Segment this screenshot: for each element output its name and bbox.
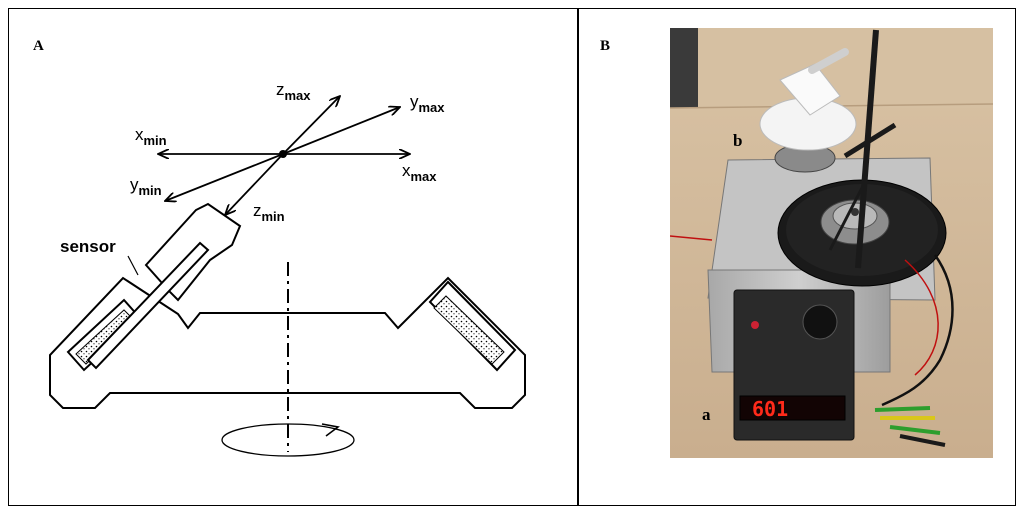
- x-min-label: xmin: [135, 125, 167, 148]
- holder-block: [779, 63, 841, 116]
- digital-display: [739, 395, 846, 421]
- panel-divider: [577, 8, 579, 506]
- right-sample-slot: [428, 280, 517, 372]
- display-readout: 601: [752, 397, 788, 421]
- rotation-arrowhead: [321, 423, 340, 437]
- y-min-arrow: [165, 153, 284, 201]
- sensor-element: [86, 241, 210, 370]
- figure-frame: [8, 8, 1016, 506]
- stand-arm: [843, 122, 897, 159]
- control-knob: [802, 304, 838, 340]
- y-min-label: ymin: [130, 175, 162, 198]
- schematic-diagram: xmin xmax ymin ymax zmin zmax sensor: [49, 80, 526, 457]
- coordinate-axes: [158, 96, 410, 215]
- photo-label-b: b: [733, 131, 742, 150]
- green-plug: [874, 406, 931, 412]
- y-max-arrow: [282, 107, 400, 155]
- photo-label-a: a: [702, 405, 711, 424]
- z-max-label: zmax: [276, 80, 311, 103]
- micrometer: [808, 48, 849, 74]
- stand-rod: [855, 29, 879, 269]
- sensor-probe: [86, 202, 242, 370]
- photo-dark-corner: [670, 28, 698, 108]
- indicator-light: [751, 321, 759, 329]
- x-max-label: xmax: [402, 161, 437, 184]
- z-min-label: zmin: [253, 201, 285, 224]
- device-photo: 601 b a: [670, 28, 993, 458]
- black-cable: [881, 254, 954, 407]
- panel-b-letter: B: [600, 38, 611, 54]
- panel-a-letter: A: [33, 38, 44, 54]
- red-cable-left: [670, 235, 713, 241]
- z-max-arrow: [282, 96, 340, 155]
- z-min-arrow: [225, 153, 284, 215]
- sensor-label: sensor: [60, 237, 116, 256]
- red-cable-right: [904, 259, 939, 376]
- sensor-leader-line: [127, 255, 139, 276]
- y-max-label: ymax: [410, 92, 445, 115]
- rotation-ellipse: [221, 423, 355, 457]
- axes-origin: [279, 150, 287, 158]
